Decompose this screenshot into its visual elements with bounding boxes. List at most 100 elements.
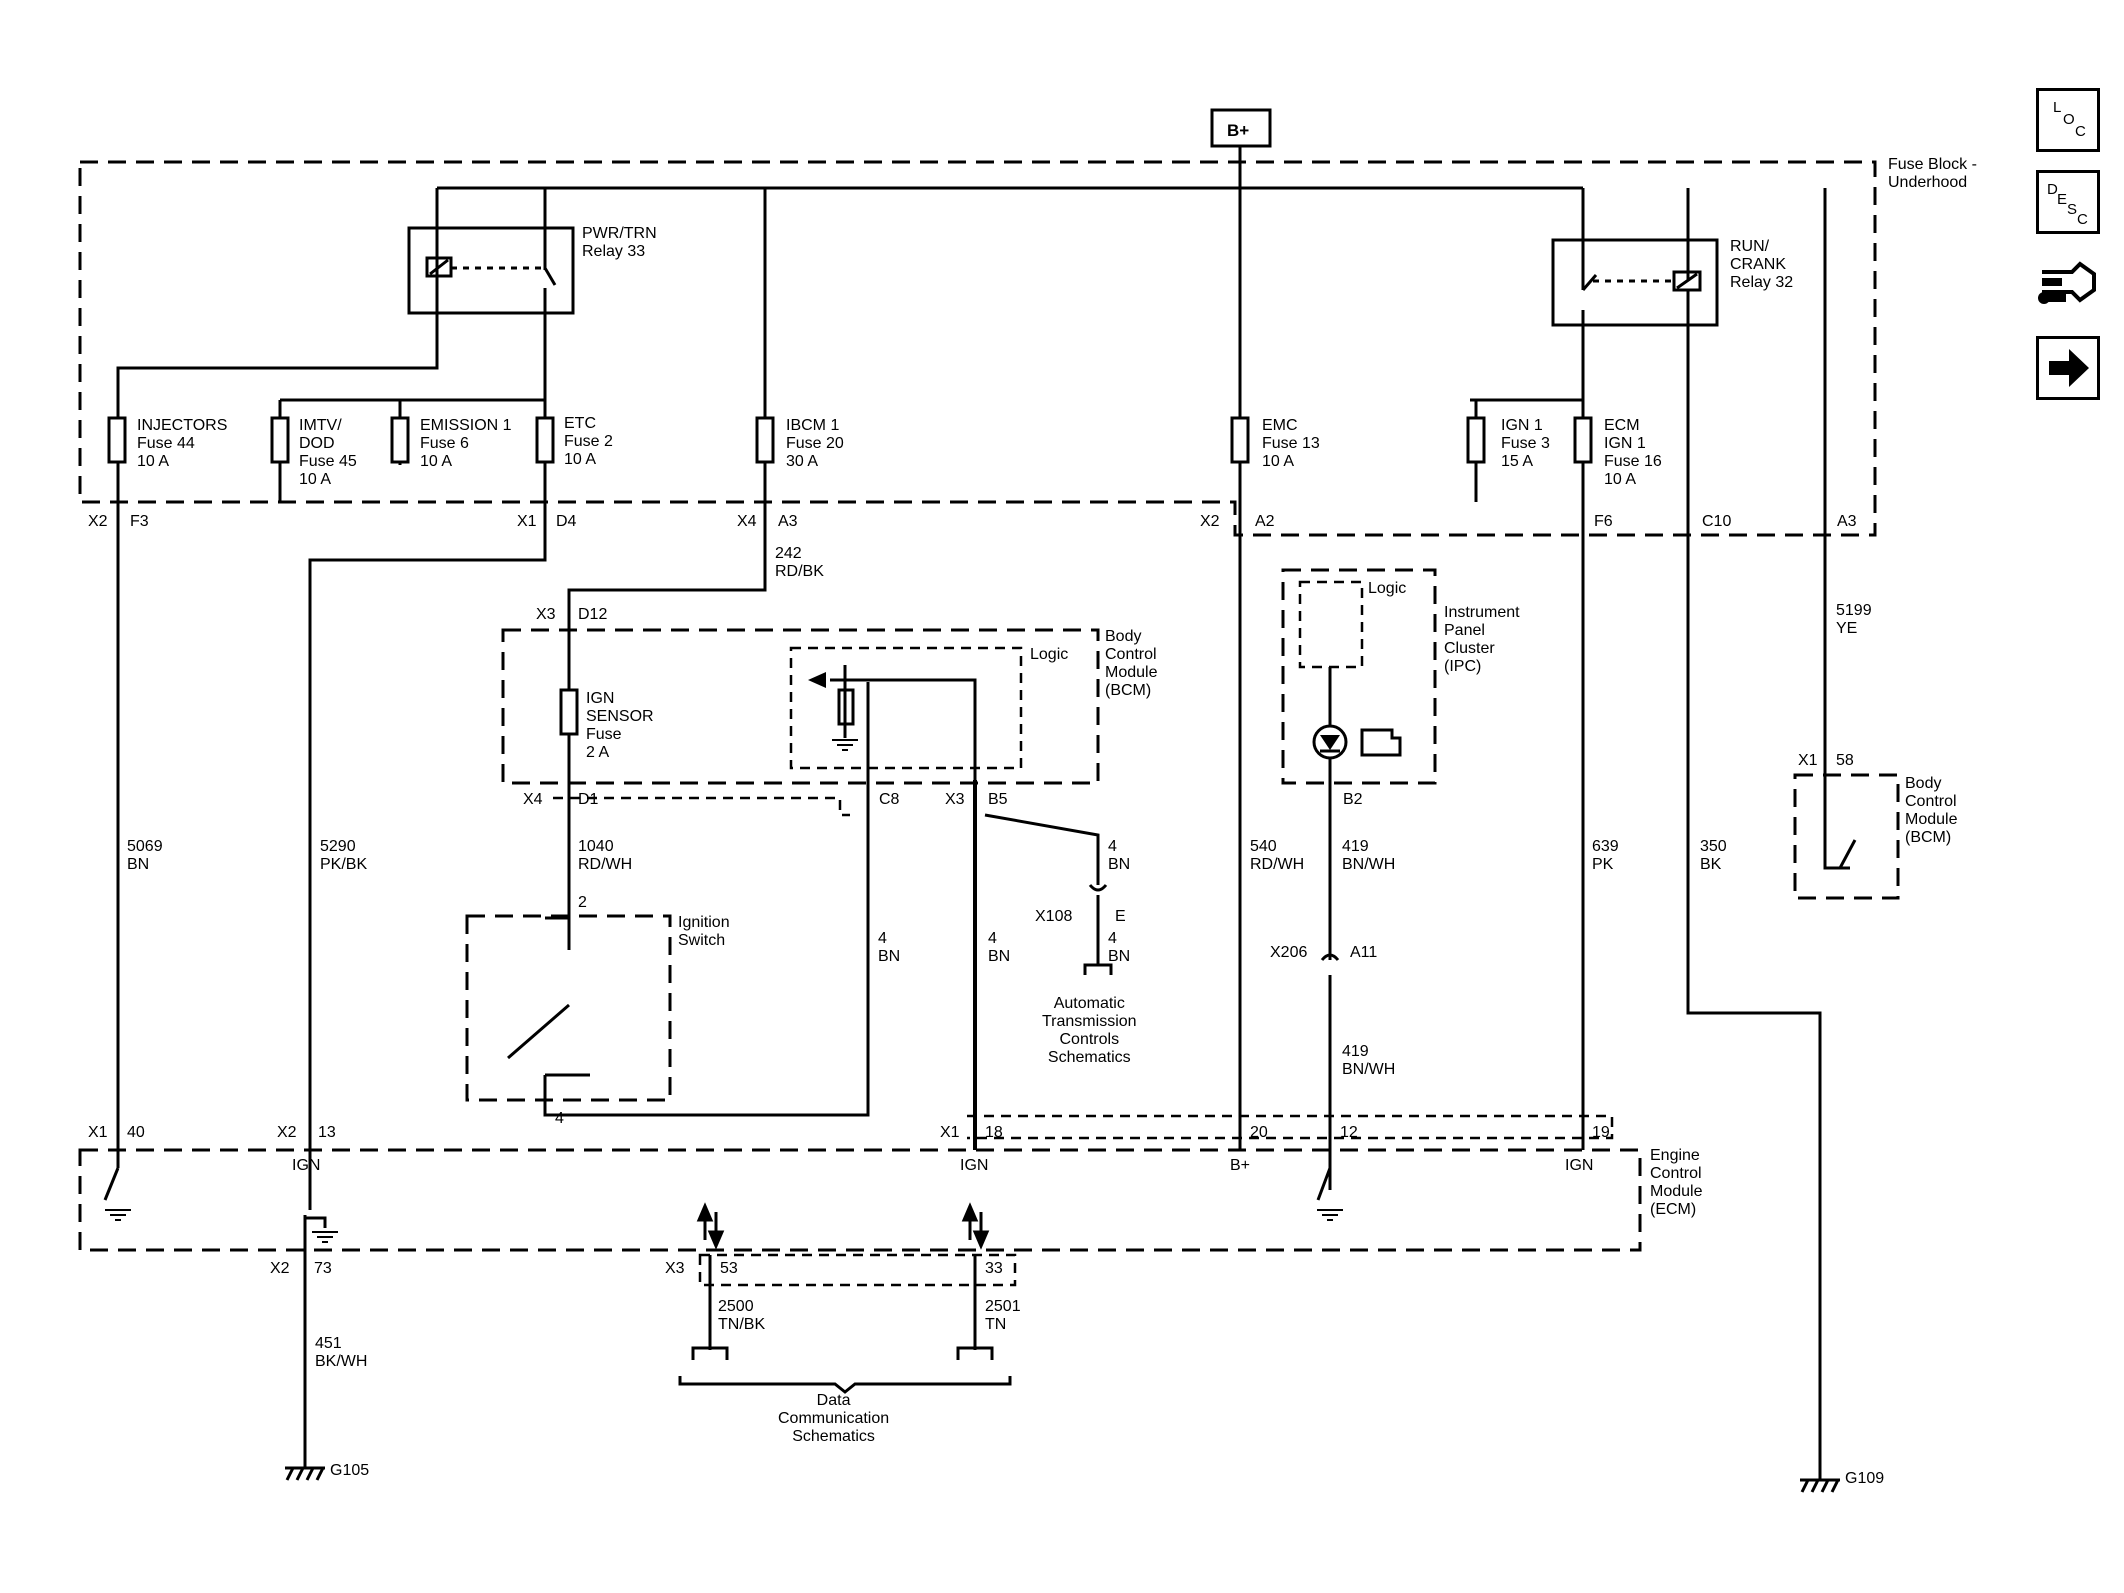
conn-f6: F6	[1594, 513, 1613, 530]
conn-a3: A3	[778, 513, 798, 530]
wire-4bn-b5: 4 BN	[988, 930, 1011, 965]
fuse-emc: EMC Fuse 13 10 A	[1262, 417, 1320, 470]
conn-x3-53: X3	[665, 1260, 685, 1277]
ipc-logic-box	[1298, 580, 1364, 669]
conn-a2: A2	[1255, 513, 1275, 530]
bplus-label: B+	[1227, 121, 1249, 140]
wire-2501: 2501 TN	[985, 1298, 1021, 1333]
conn-18: 18	[985, 1124, 1003, 1141]
ipc-outline	[1281, 568, 1437, 785]
location-button[interactable]: L O C	[2036, 88, 2100, 152]
run-relay-box	[1551, 238, 1719, 327]
wire-5290: 5290 PK/BK	[320, 838, 368, 873]
conn-x1-40: X1	[88, 1124, 108, 1141]
fuse-ecm: ECM IGN 1 Fuse 16 10 A	[1604, 417, 1662, 488]
fuse-emission: EMISSION 1 Fuse 6 10 A	[420, 417, 512, 470]
wire-639: 639 PK	[1592, 838, 1619, 873]
fuse-etc: ETC Fuse 2 10 A	[564, 415, 613, 468]
ats-reference[interactable]: Automatic Transmission Controls Schemati…	[1042, 995, 1137, 1066]
conn-13: 13	[318, 1124, 336, 1141]
conn-53: 53	[720, 1260, 738, 1277]
conn-x2-13: X2	[277, 1124, 297, 1141]
arrow-right-icon	[2049, 349, 2089, 387]
dcs-reference[interactable]: Data Communication Schematics	[778, 1392, 890, 1445]
bcm-right-outline	[1793, 773, 1900, 900]
conn-x2-a2: X2	[1200, 513, 1220, 530]
wire-451: 451 BK/WH	[315, 1335, 368, 1370]
conn-d1: D1	[578, 791, 599, 808]
wire-4bn-x108-top: 4 BN	[1108, 838, 1131, 873]
loc-o: O	[2063, 111, 2075, 128]
pwr-relay-label: PWR/TRN Relay 33	[582, 225, 657, 260]
conn-b5: B5	[988, 791, 1008, 808]
ignition-switch-label: Ignition Switch	[678, 914, 730, 949]
conn-a11: A11	[1350, 944, 1378, 961]
fuse-block-label: Fuse Block - Underhood	[1888, 156, 1977, 191]
wire-350: 350 BK	[1700, 838, 1727, 873]
conn-x4-a3: X4	[737, 513, 757, 530]
loc-l: L	[2053, 99, 2062, 116]
ground-g105: G105	[330, 1462, 370, 1479]
next-arrow-button[interactable]	[2036, 336, 2100, 400]
conn-20: 20	[1250, 1124, 1268, 1141]
wire-5069: 5069 BN	[127, 838, 163, 873]
wire-419-top: 419 BN/WH	[1342, 838, 1396, 873]
engine-check-icon	[1360, 728, 1402, 757]
conn-12: 12	[1340, 1124, 1358, 1141]
desc-d: D	[2047, 181, 2058, 198]
ecm-outline	[78, 1148, 1642, 1252]
bcm-logic-box	[789, 646, 1023, 770]
conn-33: 33	[985, 1260, 1003, 1277]
bcm-label: Body Control Module (BCM)	[1105, 628, 1158, 699]
wire-2500: 2500 TN/BK	[718, 1298, 766, 1333]
wire-540: 540 RD/WH	[1250, 838, 1305, 873]
conn-x4-d1: X4	[523, 791, 543, 808]
conn-x3-b5: X3	[945, 791, 965, 808]
wire-4bn-c8: 4 BN	[878, 930, 901, 965]
fuse-ign1: IGN 1 Fuse 3 15 A	[1501, 417, 1550, 470]
conn-e: E	[1115, 908, 1126, 925]
conn-b2: B2	[1343, 791, 1363, 808]
conn-c10: C10	[1702, 513, 1732, 530]
conn-pin-4: 4	[555, 1110, 564, 1127]
conn-x1-d4: X1	[517, 513, 537, 530]
ecm-pin-ign-13: IGN	[292, 1157, 321, 1174]
component-repair-button[interactable]	[2036, 252, 2100, 316]
loc-c: C	[2075, 123, 2086, 140]
wire-1040: 1040 RD/WH	[578, 838, 633, 873]
conn-x1-58: X1	[1798, 752, 1818, 769]
wire-5199: 5199 YE	[1836, 602, 1872, 637]
ipc-label: Instrument Panel Cluster (IPC)	[1444, 604, 1520, 675]
run-relay-label: RUN/ CRANK Relay 32	[1730, 238, 1794, 291]
conn-x3-d12: X3	[536, 606, 556, 623]
conn-73: 73	[314, 1260, 332, 1277]
wire-419-bottom: 419 BN/WH	[1342, 1043, 1396, 1078]
desc-e: E	[2057, 191, 2068, 208]
conn-a3b: A3	[1837, 513, 1857, 530]
fuse-injectors: INJECTORS Fuse 44 10 A	[137, 417, 228, 470]
bcm-outline	[501, 628, 1100, 785]
fuse-block-outline	[78, 160, 1877, 537]
ground-g109: G109	[1845, 1470, 1885, 1487]
desc-s: S	[2067, 201, 2078, 218]
ecm-label: Engine Control Module (ECM)	[1650, 1147, 1703, 1218]
conn-40: 40	[127, 1124, 145, 1141]
conn-x206: X206	[1270, 944, 1308, 961]
description-button[interactable]: D E S C	[2036, 170, 2100, 234]
ipc-logic-label: Logic	[1368, 580, 1407, 597]
wrench-connector-icon	[2038, 261, 2096, 304]
conn-f3: F3	[130, 513, 149, 530]
fuse-ibcm: IBCM 1 Fuse 20 30 A	[786, 417, 844, 470]
ecm-pin-bplus: B+	[1230, 1157, 1251, 1174]
conn-19: 19	[1592, 1124, 1610, 1141]
wire-4bn-x108-bottom: 4 BN	[1108, 930, 1131, 965]
conn-pin-2: 2	[578, 894, 587, 911]
fuse-imtv: IMTV/ DOD Fuse 45 10 A	[299, 417, 357, 488]
bcm-right-label: Body Control Module (BCM)	[1905, 775, 1958, 846]
conn-x108: X108	[1035, 908, 1073, 925]
conn-x2-f3: X2	[88, 513, 108, 530]
conn-c8: C8	[879, 791, 900, 808]
bcm-logic-label: Logic	[1030, 646, 1069, 663]
fuse-ign-sensor: IGN SENSOR Fuse 2 A	[586, 690, 654, 761]
